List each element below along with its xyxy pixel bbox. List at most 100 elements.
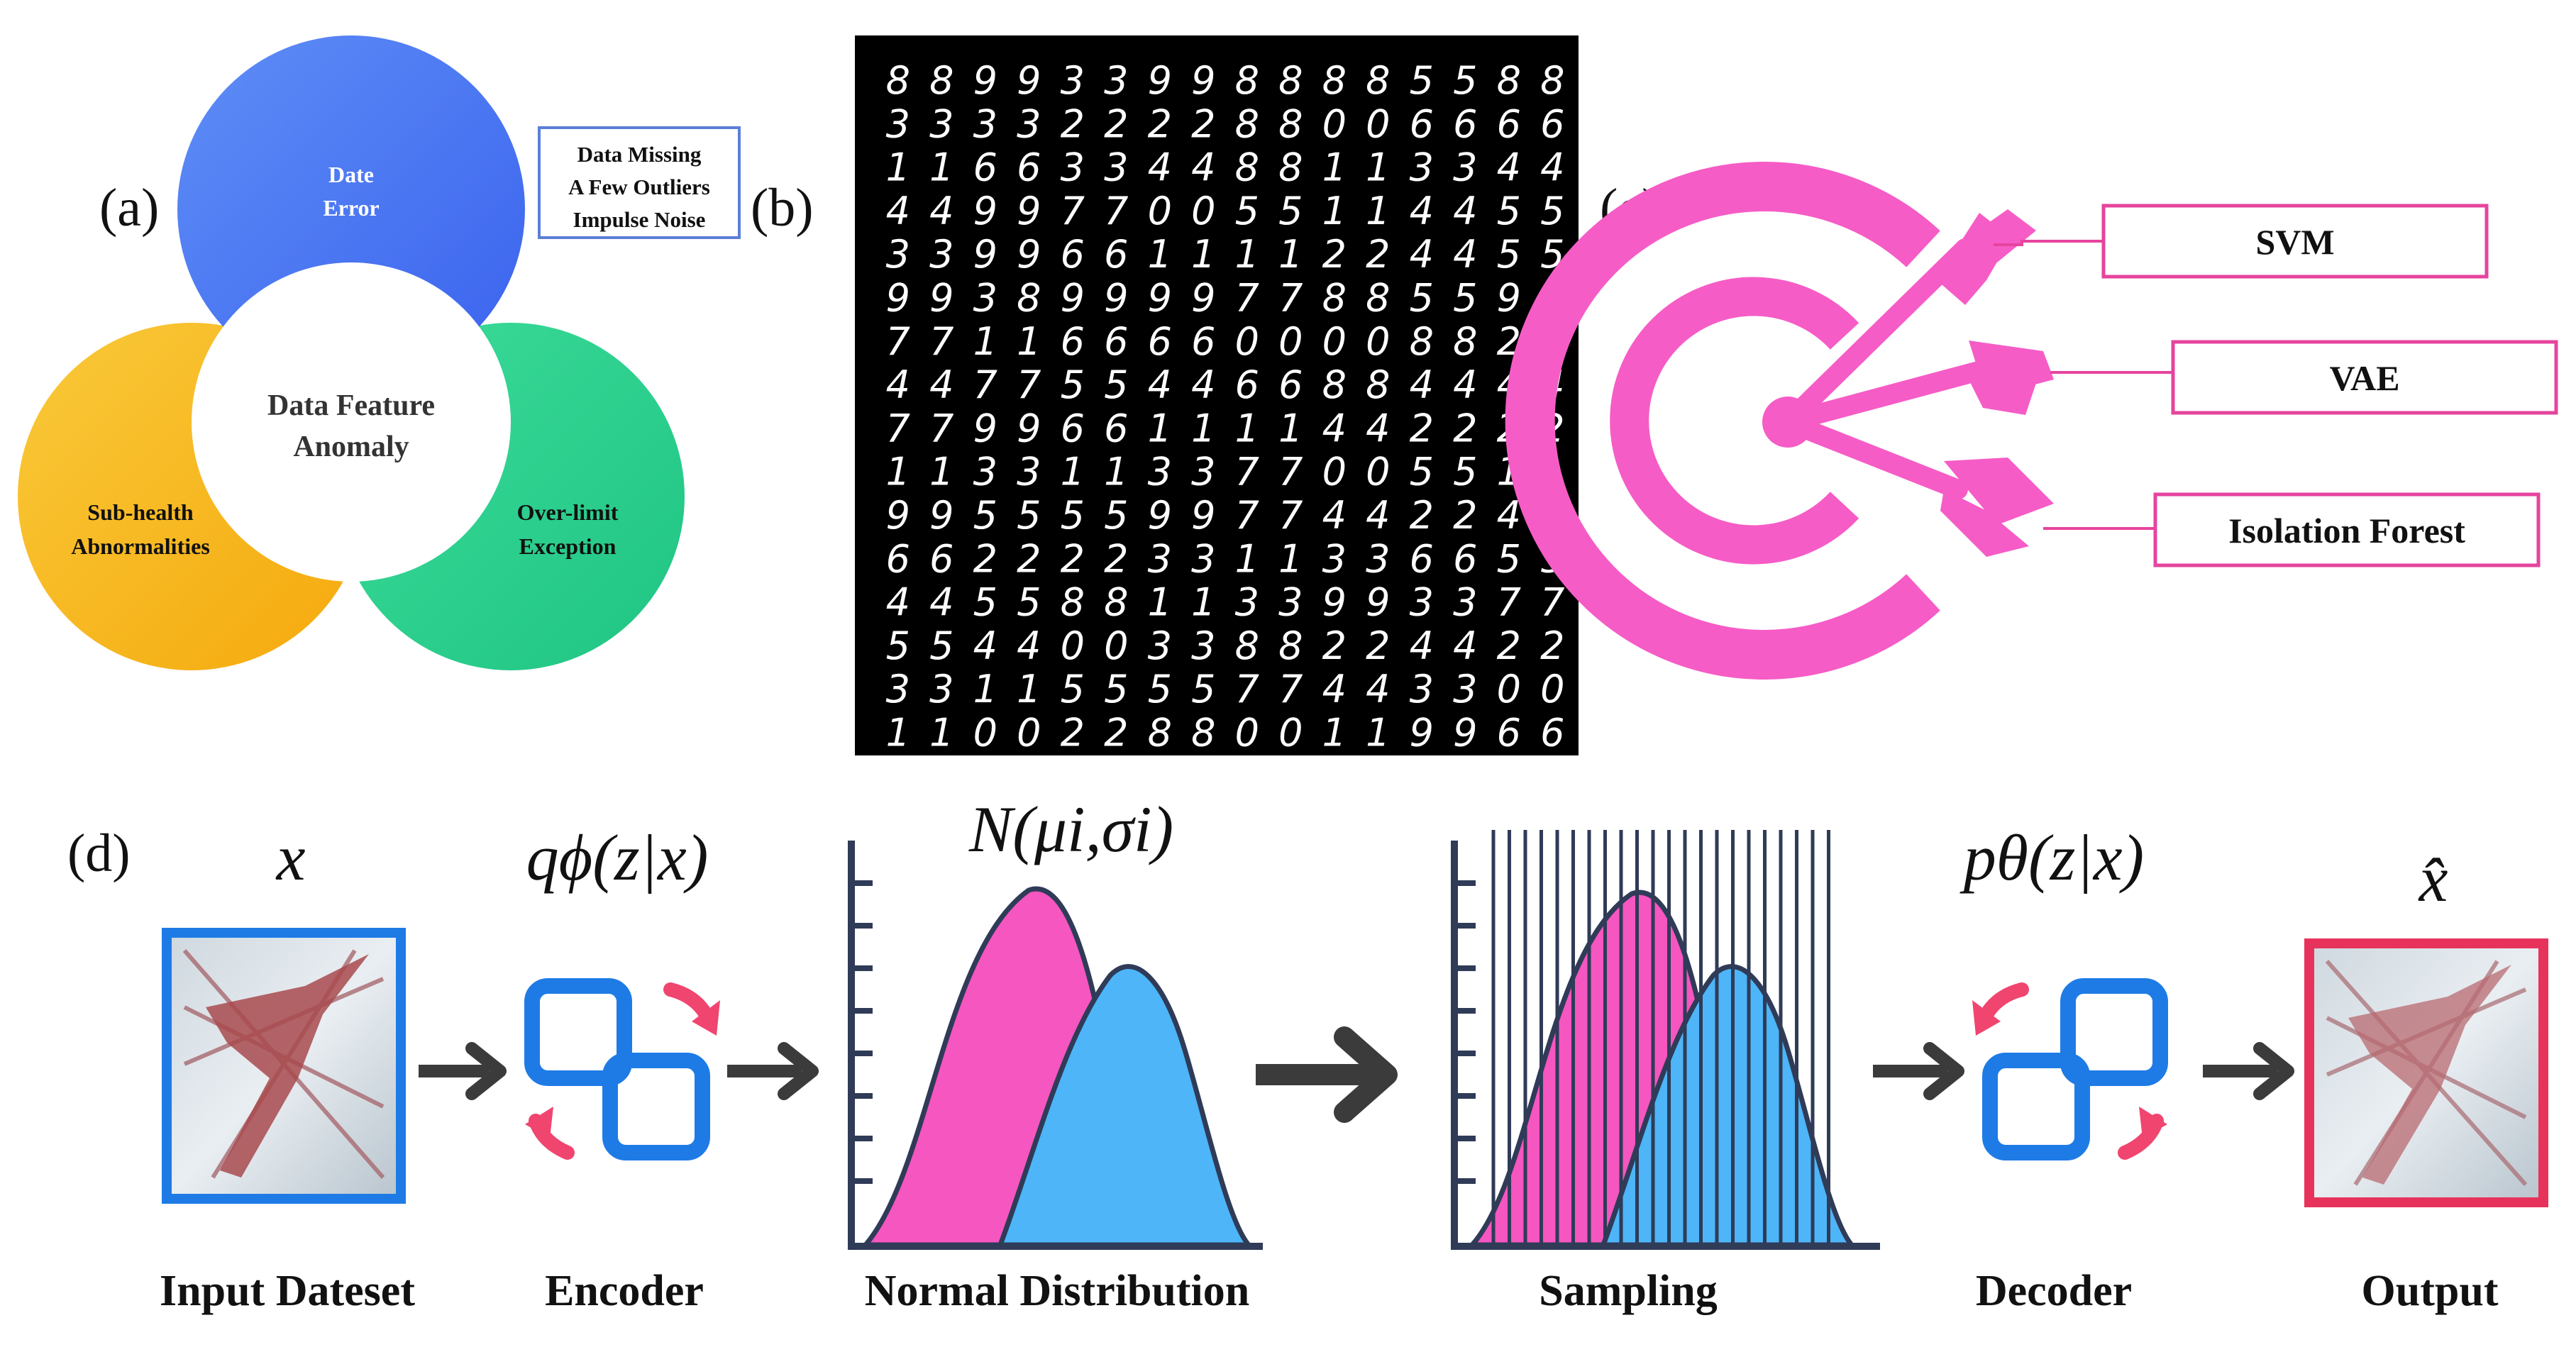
digit: 4 (1191, 362, 1215, 407)
digit: 0 (1235, 319, 1259, 364)
digit: 3 (1148, 450, 1172, 494)
digit: 7 (1235, 667, 1259, 711)
method-label-isolation-forest: Isolation Forest (2228, 511, 2465, 550)
digit: 3 (886, 232, 910, 277)
arrow-normal-to-sampling (1256, 1026, 1398, 1123)
digit: 0 (1235, 711, 1259, 755)
top-circle-line2: Error (323, 195, 379, 221)
digit: 9 (1366, 580, 1390, 625)
panel-label-d: (d) (67, 824, 131, 883)
digit: 0 (1366, 101, 1390, 146)
digit: 1 (1061, 450, 1085, 494)
symbol-decoder: pθ(z|x) (1959, 821, 2144, 894)
digit: 0 (1278, 711, 1303, 755)
panel-label-a: (a) (99, 178, 159, 238)
digit: 0 (1191, 189, 1215, 233)
digit: 3 (929, 232, 953, 277)
digit: 7 (1497, 580, 1521, 625)
digit: 0 (1322, 101, 1347, 146)
digit: 9 (1191, 276, 1215, 321)
symbol-encoder: qϕ(z|x) (526, 821, 709, 894)
digit: 4 (1453, 624, 1477, 668)
digit: 6 (1017, 145, 1041, 190)
digit: 9 (1017, 189, 1041, 233)
digit: 4 (1366, 493, 1390, 538)
digit: 0 (1104, 624, 1128, 668)
symbol-normal: N(μi,σi) (968, 793, 1173, 865)
digit: 1 (886, 711, 910, 755)
method-box-isolation-forest (2153, 492, 2541, 567)
digit: 3 (1017, 101, 1041, 146)
digit: 3 (1235, 580, 1259, 625)
digit: 8 (1278, 145, 1303, 190)
digit: 3 (973, 276, 997, 321)
digit: 5 (1104, 667, 1128, 711)
digit: 2 (1540, 624, 1564, 668)
digit: 2 (1061, 536, 1085, 581)
digit: 9 (973, 189, 997, 233)
digit: 9 (973, 232, 997, 277)
digit: 3 (929, 101, 953, 146)
sampling-curve-blue (1599, 964, 1857, 1248)
digit: 6 (1191, 319, 1215, 364)
digit: 1 (1278, 406, 1303, 450)
digit: 8 (1453, 319, 1477, 364)
digit: 4 (886, 580, 910, 625)
digit: 6 (1540, 101, 1564, 146)
digit: 5 (1017, 493, 1041, 538)
arrow-encoder-to-normal (727, 1042, 819, 1100)
digit: 5 (1104, 493, 1128, 538)
digit: 8 (1410, 319, 1434, 364)
digit: 9 (1148, 58, 1172, 103)
digit: 5 (1191, 667, 1215, 711)
arrow-svm (1778, 209, 2036, 432)
digit: 4 (1410, 232, 1434, 277)
digit: 1 (1322, 711, 1347, 755)
digit: 4 (929, 189, 953, 233)
digit: 9 (1191, 58, 1215, 103)
digit: 1 (1148, 232, 1172, 277)
digit: 8 (1061, 580, 1085, 625)
digit: 4 (1410, 624, 1434, 668)
digit: 3 (1322, 536, 1347, 581)
digit: 0 (1061, 624, 1085, 668)
center-label-line1: Data Feature (267, 389, 435, 422)
digit: 2 (1366, 624, 1390, 668)
digit: 1 (1104, 450, 1128, 494)
digit: 6 (1061, 406, 1085, 450)
digit: 3 (1061, 58, 1085, 103)
digit: 6 (1453, 101, 1477, 146)
digit: 5 (1235, 189, 1259, 233)
target-outer-ring (1505, 162, 1940, 680)
digit: 8 (1017, 276, 1041, 321)
digit: 5 (929, 624, 953, 668)
digit: 5 (1017, 580, 1041, 625)
arrow-sampling-to-decoder (1873, 1042, 1964, 1100)
digit: 4 (1410, 189, 1434, 233)
digit: 1 (1322, 145, 1347, 190)
method-box-svm (2101, 204, 2489, 279)
method-label-vae: VAE (2329, 358, 2399, 398)
digit: 5 (1278, 189, 1303, 233)
digit: 0 (1017, 711, 1041, 755)
digit: 3 (1104, 58, 1128, 103)
digit: 3 (973, 450, 997, 494)
digit: 7 (1278, 450, 1303, 494)
panel-label-b: (b) (751, 178, 814, 238)
digit: 3 (1191, 624, 1215, 668)
digit: 2 (973, 536, 997, 581)
panel-d: (d) x qϕ(z|x) N(μi,σi) pθ(z|x) x̂ (67, 793, 2548, 1315)
panel-c: (c) SVM VAE Isolation Forest (1505, 162, 2558, 680)
digit: 4 (1322, 667, 1347, 711)
digit: 2 (1104, 711, 1128, 755)
digit: 1 (929, 450, 953, 494)
digit: 2 (1061, 101, 1085, 146)
right-circle-line1: Over-limit (517, 499, 619, 525)
digit: 9 (973, 406, 997, 450)
digit: 3 (1278, 580, 1303, 625)
digit: 7 (973, 362, 997, 407)
digit: 8 (929, 58, 953, 103)
stage-label-encoder: Encoder (545, 1267, 704, 1315)
stage-label-decoder: Decoder (1976, 1267, 2132, 1315)
digit: 4 (1453, 189, 1477, 233)
